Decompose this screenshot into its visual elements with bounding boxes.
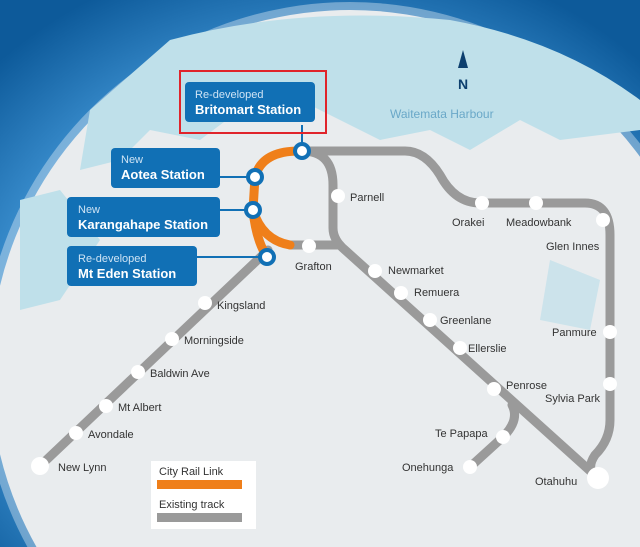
- svg-text:City Rail Link: City Rail Link: [159, 466, 224, 478]
- svg-text:Orakei: Orakei: [452, 217, 484, 229]
- highlight-box: [179, 70, 327, 134]
- svg-text:Te Papapa: Te Papapa: [435, 428, 488, 440]
- svg-text:Re-developed: Re-developed: [195, 89, 264, 101]
- svg-text:Penrose: Penrose: [506, 380, 547, 392]
- svg-text:Greenlane: Greenlane: [440, 315, 491, 327]
- svg-text:Panmure: Panmure: [552, 327, 597, 339]
- svg-text:Glen Innes: Glen Innes: [546, 241, 600, 253]
- new-stations: [244, 142, 311, 266]
- callout-karangahape[interactable]: New Karangahape Station: [67, 197, 220, 237]
- station-labels: Parnell Grafton Orakei Meadowbank Glen I…: [58, 192, 601, 488]
- svg-text:N: N: [458, 76, 468, 92]
- svg-text:Mt Eden Station: Mt Eden Station: [78, 266, 176, 281]
- svg-text:New: New: [78, 204, 100, 216]
- svg-text:New Lynn: New Lynn: [58, 462, 107, 474]
- callout-britomart[interactable]: Re-developed Britomart Station: [185, 82, 315, 122]
- svg-text:Mt Albert: Mt Albert: [118, 402, 161, 414]
- svg-text:Avondale: Avondale: [88, 429, 134, 441]
- svg-text:Parnell: Parnell: [350, 192, 384, 204]
- svg-text:Sylvia Park: Sylvia Park: [545, 393, 601, 405]
- svg-text:New: New: [121, 154, 143, 166]
- svg-text:Re-developed: Re-developed: [78, 253, 147, 265]
- svg-text:Remuera: Remuera: [414, 287, 460, 299]
- svg-text:Morningside: Morningside: [184, 335, 244, 347]
- svg-text:Meadowbank: Meadowbank: [506, 217, 572, 229]
- svg-text:Britomart Station: Britomart Station: [195, 102, 301, 117]
- legend: City Rail Link Existing track: [151, 461, 256, 529]
- svg-text:Onehunga: Onehunga: [402, 462, 454, 474]
- callout-mt-eden[interactable]: Re-developed Mt Eden Station: [67, 246, 197, 286]
- harbour-label: Waitemata Harbour: [390, 107, 494, 121]
- svg-text:Otahuhu: Otahuhu: [535, 476, 577, 488]
- svg-text:Aotea Station: Aotea Station: [121, 167, 205, 182]
- svg-text:Kingsland: Kingsland: [217, 300, 265, 312]
- map-land: [0, 9, 640, 547]
- svg-text:Ellerslie: Ellerslie: [468, 343, 507, 355]
- svg-text:Grafton: Grafton: [295, 261, 332, 273]
- stations: [31, 189, 617, 489]
- svg-text:Existing track: Existing track: [159, 499, 225, 511]
- svg-text:Karangahape Station: Karangahape Station: [78, 217, 208, 232]
- svg-text:Newmarket: Newmarket: [388, 265, 444, 277]
- callout-aotea[interactable]: New Aotea Station: [111, 148, 220, 188]
- svg-text:Baldwin Ave: Baldwin Ave: [150, 368, 210, 380]
- compass: N: [458, 50, 468, 92]
